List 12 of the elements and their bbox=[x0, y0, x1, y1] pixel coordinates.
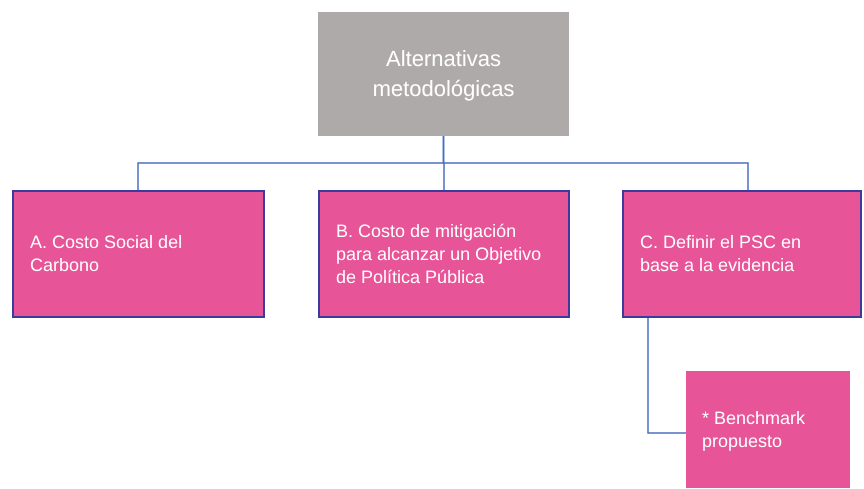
box-label: Alternativas metodológicas bbox=[372, 45, 516, 103]
box-label: A. Costo Social del Carbono bbox=[30, 231, 184, 277]
category-box bbox=[686, 371, 850, 488]
box-label: B. Costo de mitigación para alcanzar un Objetivo de Política Pública bbox=[336, 220, 542, 288]
category-box bbox=[622, 190, 862, 318]
category-box bbox=[318, 190, 570, 318]
box-label: * Benchmark propuesto bbox=[702, 406, 806, 452]
box-label: C. Definir el PSC en base a la evidencia bbox=[640, 231, 802, 277]
title-box bbox=[318, 12, 569, 136]
connector-line bbox=[647, 318, 686, 434]
category-box bbox=[12, 190, 265, 318]
connector-line bbox=[442, 136, 749, 190]
